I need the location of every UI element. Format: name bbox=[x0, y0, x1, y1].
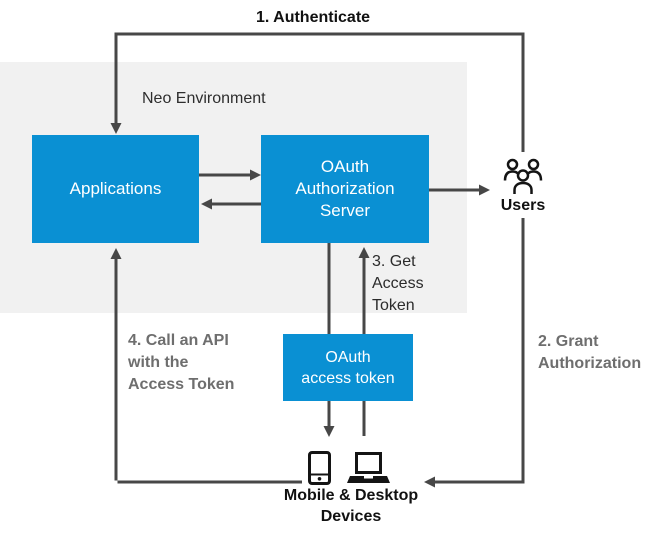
grant-line2: Authorization bbox=[538, 355, 642, 372]
grant-authorization-step-label: 2. Grant Authorization bbox=[538, 331, 641, 375]
oauth-authorization-server-node: OAuth Authorization Server bbox=[261, 135, 429, 243]
arrowhead-up-icon bbox=[358, 247, 370, 258]
devices-label-line2: Devices bbox=[320, 508, 382, 525]
oauth-server-label-line3: Server bbox=[319, 201, 371, 220]
oauth-access-token-node: OAuth access token bbox=[283, 334, 413, 401]
call-api-line1: 4. Call an API bbox=[128, 332, 229, 349]
access-token-label-line2: access token bbox=[301, 369, 395, 387]
arrowhead-down-icon bbox=[323, 426, 335, 437]
call-api-line3: Access Token bbox=[128, 376, 235, 393]
devices-label: Mobile & Desktop Devices bbox=[251, 485, 451, 527]
get-token-line3: Token bbox=[372, 297, 415, 314]
edge-oauth-to-users-arrow bbox=[429, 184, 490, 196]
oauth-server-label-line2: Authorization bbox=[295, 179, 395, 198]
access-token-label-line1: OAuth bbox=[325, 348, 371, 366]
edge-grant-arrow bbox=[424, 218, 525, 488]
oauth-server-label-line1: OAuth bbox=[320, 157, 370, 176]
get-access-token-step-label: 3. Get Access Token bbox=[372, 251, 424, 317]
call-api-step-label: 4. Call an API with the Access Token bbox=[128, 330, 234, 396]
get-token-line2: Access bbox=[372, 275, 424, 292]
call-api-line2: with the bbox=[128, 354, 189, 371]
neo-environment-label: Neo Environment bbox=[142, 90, 266, 107]
users-group-icon bbox=[503, 158, 543, 194]
laptop-icon bbox=[347, 452, 390, 483]
edge-authenticate-arrow bbox=[110, 32, 525, 152]
applications-node: Applications bbox=[32, 135, 199, 243]
arrowhead-left-icon bbox=[424, 476, 435, 488]
arrowhead-right-icon bbox=[250, 169, 261, 181]
arrowhead-right-icon bbox=[479, 184, 490, 196]
edge-call-api-arrow bbox=[110, 248, 302, 484]
mobile-phone-icon bbox=[308, 451, 331, 485]
devices-label-line1: Mobile & Desktop bbox=[283, 487, 419, 504]
grant-line1: 2. Grant bbox=[538, 333, 599, 350]
arrowhead-down-icon bbox=[110, 123, 122, 134]
arrowhead-up-icon bbox=[110, 248, 122, 259]
arrowhead-left-icon bbox=[201, 198, 212, 210]
get-token-line1: 3. Get bbox=[372, 253, 416, 270]
authenticate-step-label: 1. Authenticate bbox=[255, 9, 371, 26]
users-label: Users bbox=[500, 197, 546, 214]
edge-applications-to-oauth-arrow bbox=[199, 169, 261, 181]
edge-oauth-to-applications-arrow bbox=[201, 198, 261, 210]
applications-label: Applications bbox=[69, 179, 162, 198]
